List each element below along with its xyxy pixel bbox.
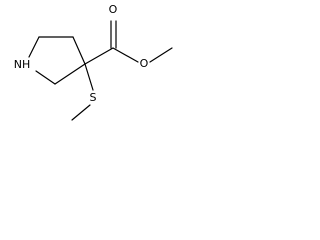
ester-oxygen-label: O xyxy=(140,57,149,70)
bond-c5-n1 xyxy=(28,36,40,58)
pyrrolidine-ring xyxy=(28,36,86,85)
molecule-structure: NH O O S xyxy=(14,3,173,121)
bond-c3-carbonyl-c xyxy=(84,47,114,65)
carbonyl-oxygen-label: O xyxy=(109,3,118,16)
sulfur-label: S xyxy=(90,91,97,104)
bond-ester-o-methyl xyxy=(149,47,173,63)
ester-group xyxy=(84,20,173,65)
bond-carbonyl-c-ester-o xyxy=(112,47,139,63)
methylthio-group xyxy=(71,63,94,121)
bond-n1-c2 xyxy=(35,70,56,85)
bond-c3-s xyxy=(84,63,94,91)
bond-c2-c3 xyxy=(54,63,86,85)
bond-c3-c4 xyxy=(72,36,86,65)
nitrogen-label: NH xyxy=(14,58,31,71)
bond-s-methyl xyxy=(71,104,91,121)
